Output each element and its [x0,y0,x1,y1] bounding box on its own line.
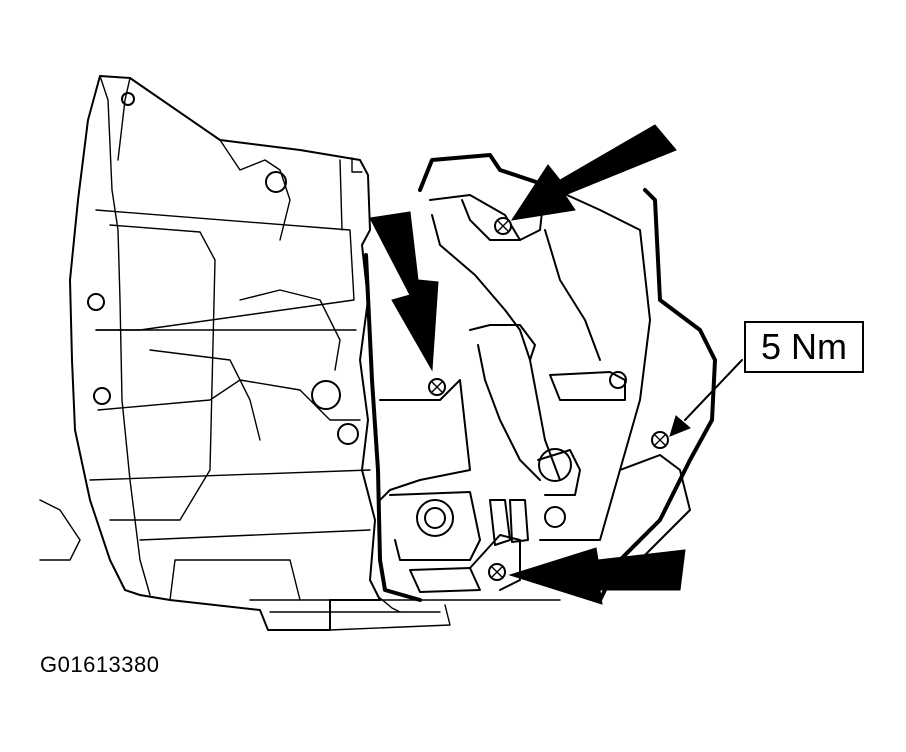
callout-arrows [369,124,743,605]
bell-housing [39,75,381,631]
arrow-bottom-left [508,547,686,605]
bolt-bottom [488,563,506,581]
fasteners [428,217,669,581]
bolt-center [428,378,446,396]
bolt-top [494,217,512,235]
arrow-center-down [369,211,439,372]
shift-housing [249,153,717,631]
torque-callout-label: 5 Nm [744,321,864,373]
bolt-right [651,431,669,449]
leader-line-5nm [684,359,743,421]
arrow-top-right [510,124,677,221]
figure-id: G01613380 [40,652,160,677]
arrow-head-5nm [669,415,691,437]
